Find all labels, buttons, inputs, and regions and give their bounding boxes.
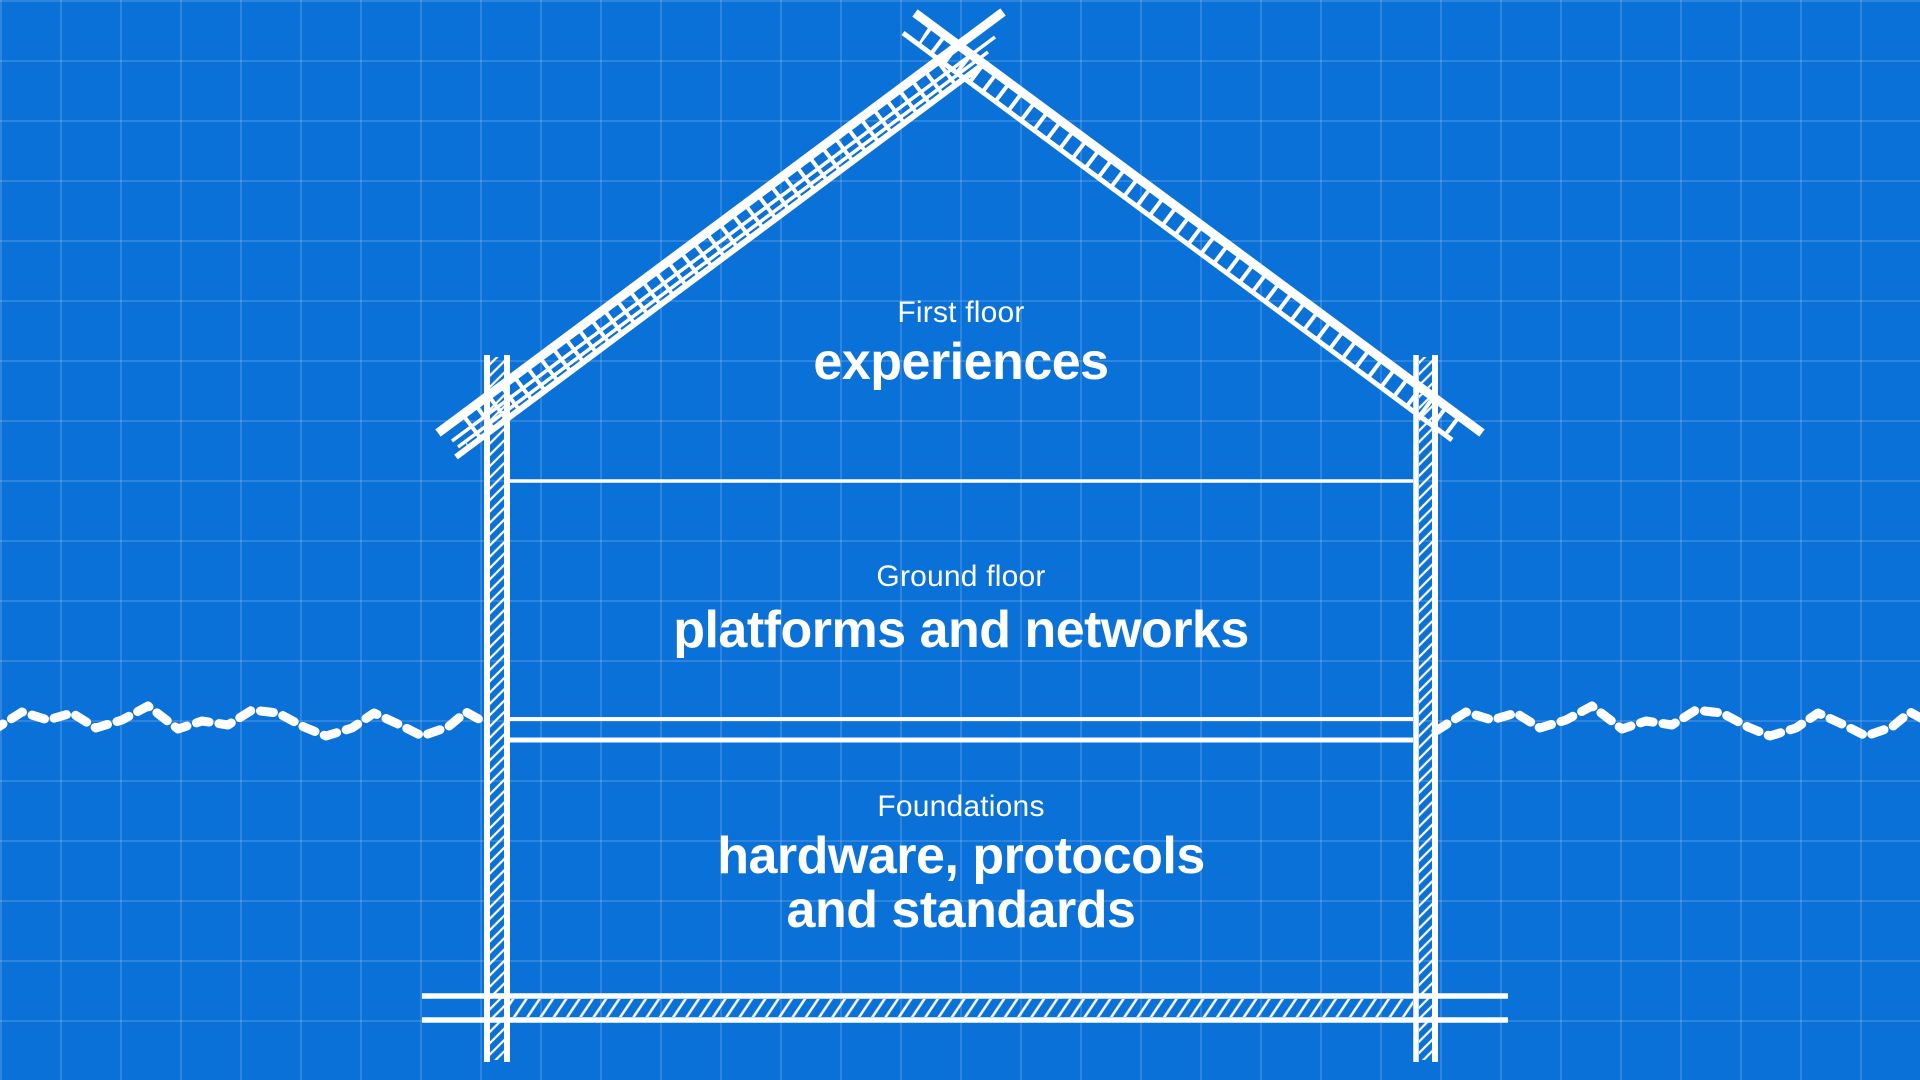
floor-section-foundations: Foundations hardware, protocols and stan… xyxy=(671,789,1251,937)
floor-section-ground-floor: Ground floor platforms and networks xyxy=(673,559,1249,659)
foundations-title: hardware, protocols and standards xyxy=(717,827,1205,939)
roof-right-hatch xyxy=(918,24,1470,435)
ground-line-right xyxy=(1431,701,1920,741)
left-wall-hatch xyxy=(490,357,504,1060)
ground-floor-label: Ground floor xyxy=(876,560,1046,593)
first-floor-label: First floor xyxy=(897,296,1025,329)
right-wall-hatch xyxy=(1419,357,1432,1060)
foundation-slab xyxy=(422,993,1508,1023)
right-wall xyxy=(1413,355,1438,1062)
roof-right-beam xyxy=(901,9,1485,443)
ground-floor-title: platforms and networks xyxy=(673,601,1249,659)
floor-divider-lines xyxy=(510,479,1413,743)
foundations-label: Foundations xyxy=(877,790,1045,823)
roof-left-beam xyxy=(435,8,1006,460)
foundation-hatch xyxy=(510,999,1413,1017)
first-floor-title: experiences xyxy=(813,333,1109,391)
left-wall xyxy=(484,355,510,1062)
floor-section-first-floor: First floor experiences xyxy=(813,295,1109,391)
ground-line-left xyxy=(0,701,491,741)
